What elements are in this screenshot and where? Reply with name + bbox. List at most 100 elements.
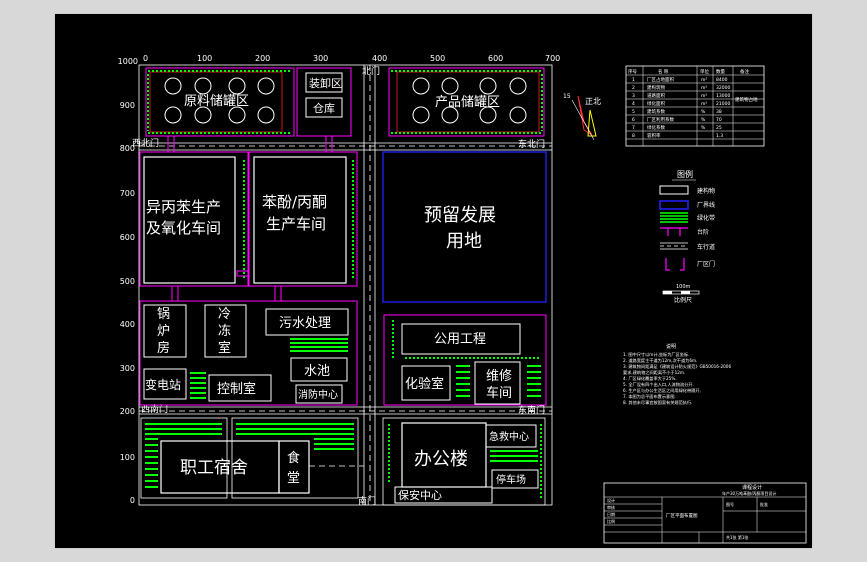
northeast-gate-label: 东北门 [518,138,545,150]
tech-table-cell: 6 [632,117,635,123]
loading-area: 装卸区 仓库 [296,67,352,137]
y-tick: 700 [120,189,135,198]
southeast-gate-label: 东南门 [518,404,545,416]
tech-table-cell: 21000 [716,101,730,107]
y-tick: 600 [120,233,135,242]
utility-zone-east: 公用工程 化验室 维修 车间 [383,314,547,406]
legend-item: 建构物 [697,187,715,195]
legend-boundary-icon [659,200,689,210]
title-block-sheet: 共1张 第1张 [726,534,748,540]
y-tick: 300 [120,364,135,373]
product-tank-label: 产品储罐区 [435,95,500,110]
tech-table-cell: 38 [716,109,722,115]
boiler-label-1: 锅 [157,306,170,322]
raw-tank-label: 原料储罐区 [184,94,249,109]
northwest-gate-label: 西北门 [132,137,159,149]
legend-gate-icon [665,258,685,271]
tech-table-cell: 32000 [716,85,730,91]
notes-title: 说明 [666,343,676,350]
phenol-label-1: 苯酚/丙酮 [262,193,327,211]
reserved-land: 预留发展 用地 [382,151,547,303]
notes-line: 5. 全厂设有四个出入口,人流物流分开. [623,381,694,388]
water-pool-label: 水池 [304,364,330,379]
freezer-label-1: 冷 [218,307,231,322]
gates: 北门 西北门 东北门 西南门 东南门 南门 [132,65,545,507]
raw-tank-area: 原料储罐区 [145,67,295,137]
tech-table-cell: 绿化系数 [647,124,665,131]
living-zone: 职工宿舍 食 堂 [140,417,364,499]
sewage-label: 污水处理 [279,316,331,331]
tech-table-cell: 建筑系数 [647,108,665,115]
notes-line: 6. 生产区与办公生活区之间用绿化带隔开, [623,387,701,394]
phenol-label-2: 生产车间 [266,215,326,233]
control-room-label: 控制室 [217,381,256,397]
x-tick: 600 [488,54,503,63]
tech-table-cell: 1 [632,77,635,83]
north-gate-label: 北门 [362,65,380,77]
legend-item: 台阶 [697,228,709,236]
notes-line: 8. 其他未尽事宜按国家有关规范执行. [623,399,692,406]
tech-table-cell: 1.3 [716,133,723,139]
y-tick: 0 [130,496,135,505]
green-belt-living [145,423,354,488]
y-tick: 500 [120,277,135,286]
tech-table-header: 名 称 [658,68,669,75]
tech-table-cell: % [701,109,706,115]
canteen-label-1: 食 [287,450,300,466]
compass-wind-label: 15 [563,93,571,100]
tech-table-header: 备注 [740,68,749,75]
title-block-label-a: 图号 [726,501,734,507]
x-tick: 400 [372,54,387,63]
legend-title: 图例 [677,169,693,179]
title-block-checker: 审核 [607,504,615,510]
title-block: 课程设计 年产30万吨苯酚/丙酮项目设计 厂区平面布置图 设计 审核 日期 比例… [603,482,807,544]
tech-table-cell: 厂区占地面积 [647,76,674,83]
title-block-date: 日期 [607,511,615,517]
green-belt-office [388,424,542,500]
legend: 图例 建构物 厂界线 绿化带 台阶 车行道 厂区门 100m 比例尺 [659,169,715,304]
legend-road-icon [660,242,688,250]
tech-table-cell: m² [701,102,707,107]
title-block-school: 课程设计 [742,484,762,491]
title-block-project: 年产30万吨苯酚/丙酮项目设计 [722,490,776,496]
notes-line: 2. 道路宽度主干道为12m,次干道为6m. [623,357,697,364]
tech-table-cell: 2 [632,85,635,91]
road-centerlines [139,65,552,505]
scale-value: 100m [676,284,691,290]
tech-table-header: 单位 [700,68,709,75]
y-tick: 900 [120,101,135,110]
tech-table-cell: 25 [716,125,722,131]
y-tick: 200 [120,407,135,416]
product-tanks [412,77,527,124]
tech-table-cell: 70 [716,117,722,123]
tech-table-header: 数量 [716,68,725,75]
tech-table-cell: 13000 [716,93,730,99]
substation-label: 变电站 [145,377,181,392]
tech-table-cell: m² [701,86,707,91]
legend-item: 绿化带 [697,214,715,222]
green-belt-utility [190,338,348,399]
y-tick: 400 [120,320,135,329]
raw-tanks [164,77,275,124]
x-tick: 0 [143,54,148,63]
y-tick: 800 [120,144,135,153]
southwest-gate-label: 西南门 [141,403,168,415]
legend-steps-icon [660,227,688,236]
tech-table-header: 序号 [628,68,637,75]
product-tank-area: 产品储罐区 [388,67,545,137]
tech-table-cell: 厂区利用系数 [647,116,674,123]
tech-table-cell: % [701,117,706,123]
utility-zone-west: 锅 炉 房 冷 冻 室 污水处理 水池 变电站 控制室 消防中心 [139,300,358,406]
notes-line: 4. 厂区绿化覆盖率大于25%. [623,375,677,382]
cumene-workshop: 异丙苯生产 及氧化车间 [139,151,249,287]
green-belt-north [147,70,543,134]
title-block-drawing-name: 厂区平面布置图 [666,512,698,519]
notes: 说明 1. 图中尺寸以m计,坐标为厂区坐标. 2. 道路宽度主干道为12m,次干… [623,343,731,406]
phenol-workshop: 苯酚/丙酮 生产车间 [236,151,358,287]
compass: 正北 15 [563,93,601,141]
roads [139,65,552,505]
x-tick: 100 [197,54,212,63]
freezer-label-2: 冻 [218,323,231,339]
utility-label: 公用工程 [434,332,486,347]
